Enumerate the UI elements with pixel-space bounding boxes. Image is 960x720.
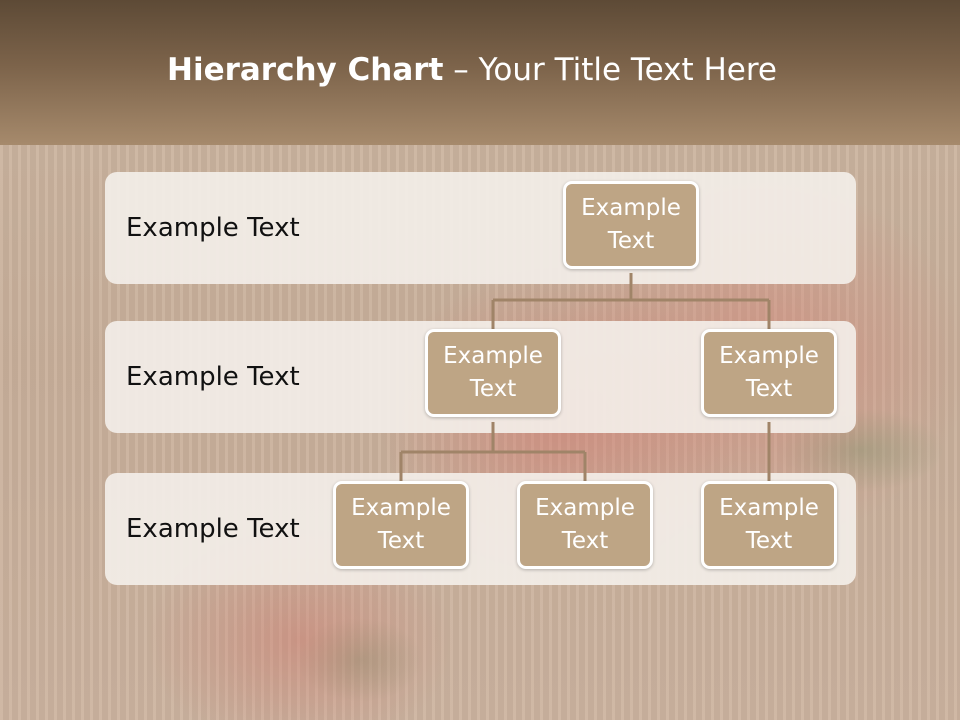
node-level2-right[interactable]: Example Text xyxy=(701,329,837,417)
node-root[interactable]: Example Text xyxy=(563,181,699,269)
title-text: Your Title Text Here xyxy=(478,52,777,88)
node-root-label: Example Text xyxy=(581,195,681,254)
node-level2-left[interactable]: Example Text xyxy=(425,329,561,417)
level-label-3: Example Text xyxy=(126,514,300,544)
page-title: Hierarchy Chart – Your Title Text Here xyxy=(0,52,944,88)
level-band-1 xyxy=(105,172,856,284)
level-label-1: Example Text xyxy=(126,213,300,243)
node-level3-c[interactable]: Example Text xyxy=(701,481,837,569)
node-level3-c-label: Example Text xyxy=(719,495,819,554)
title-separator: – xyxy=(443,52,479,88)
connector-left-to-level3 xyxy=(399,422,587,482)
title-bold: Hierarchy Chart xyxy=(167,52,444,88)
level-label-2: Example Text xyxy=(126,362,300,392)
node-level3-a-label: Example Text xyxy=(351,495,451,554)
connector-root-to-level2 xyxy=(491,273,771,330)
node-level3-a[interactable]: Example Text xyxy=(333,481,469,569)
node-level2-right-label: Example Text xyxy=(719,343,819,402)
node-level3-b[interactable]: Example Text xyxy=(517,481,653,569)
node-level2-left-label: Example Text xyxy=(443,343,543,402)
node-level3-b-label: Example Text xyxy=(535,495,635,554)
title-bar: Hierarchy Chart – Your Title Text Here xyxy=(0,0,960,145)
